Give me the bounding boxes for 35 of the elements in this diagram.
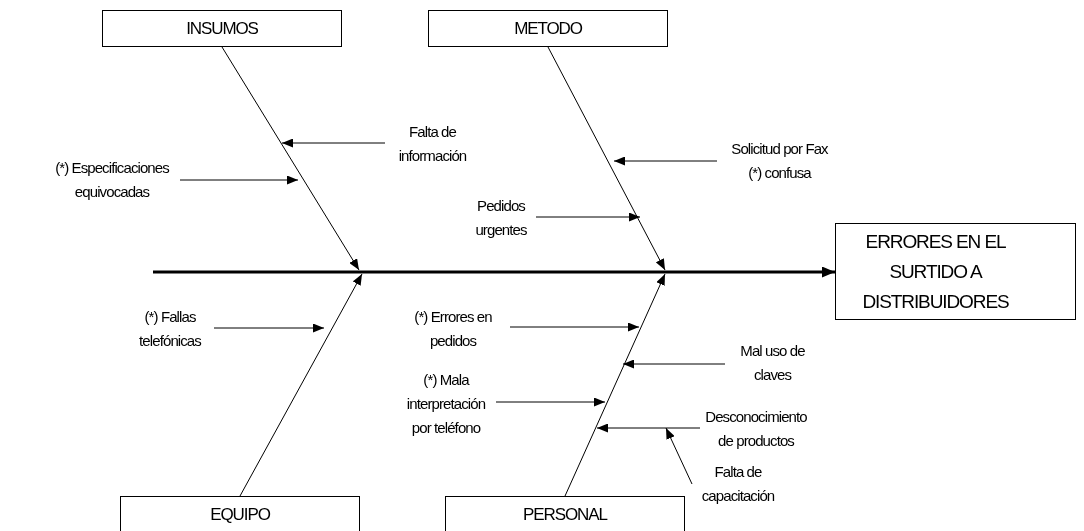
- category-box: [428, 10, 668, 47]
- arrow: [153, 266, 835, 278]
- cause-label: Desconocimiento de productos: [700, 405, 815, 453]
- category-label: METODO: [514, 19, 582, 39]
- arrow: [613, 156, 718, 166]
- category-box: [120, 496, 360, 531]
- category-label: EQUIPO: [210, 505, 270, 525]
- category-label: PERSONAL: [523, 505, 607, 525]
- cause-label: Mal uso de claves: [725, 340, 820, 386]
- category-box: [102, 10, 342, 47]
- arrow: [213, 323, 325, 333]
- effect-box: [835, 223, 1076, 320]
- arrow: [596, 423, 701, 433]
- arrow: [665, 427, 693, 485]
- arrow: [547, 46, 666, 271]
- arrow: [239, 273, 363, 497]
- arrow: [564, 273, 666, 497]
- arrow: [179, 175, 299, 185]
- arrow: [622, 359, 726, 369]
- cause-label: Falta de información: [385, 120, 480, 168]
- arrow: [509, 322, 640, 332]
- arrow: [221, 46, 360, 271]
- effect-label: ERRORES EN EL SURTIDO A DISTRIBUIDORES: [861, 229, 1010, 314]
- cause-label: (*) Especificaciones equivocadas: [44, 155, 180, 205]
- cause-label: (*) Fallas telefónicas: [126, 305, 214, 353]
- category-label: INSUMOS: [186, 19, 258, 39]
- cause-label: (*) Errores en pedidos: [405, 305, 510, 353]
- category-box: [445, 496, 685, 531]
- cause-label: Pedidos urgentes: [466, 195, 536, 241]
- arrow: [495, 397, 606, 407]
- arrow: [281, 138, 386, 148]
- arrow: [535, 212, 641, 222]
- cause-label: (*) Mala interpretación por teléfono: [396, 368, 496, 440]
- cause-label: Falta de capacitación: [692, 460, 792, 508]
- cause-label: Solicitud por Fax (*) confusa: [717, 138, 842, 184]
